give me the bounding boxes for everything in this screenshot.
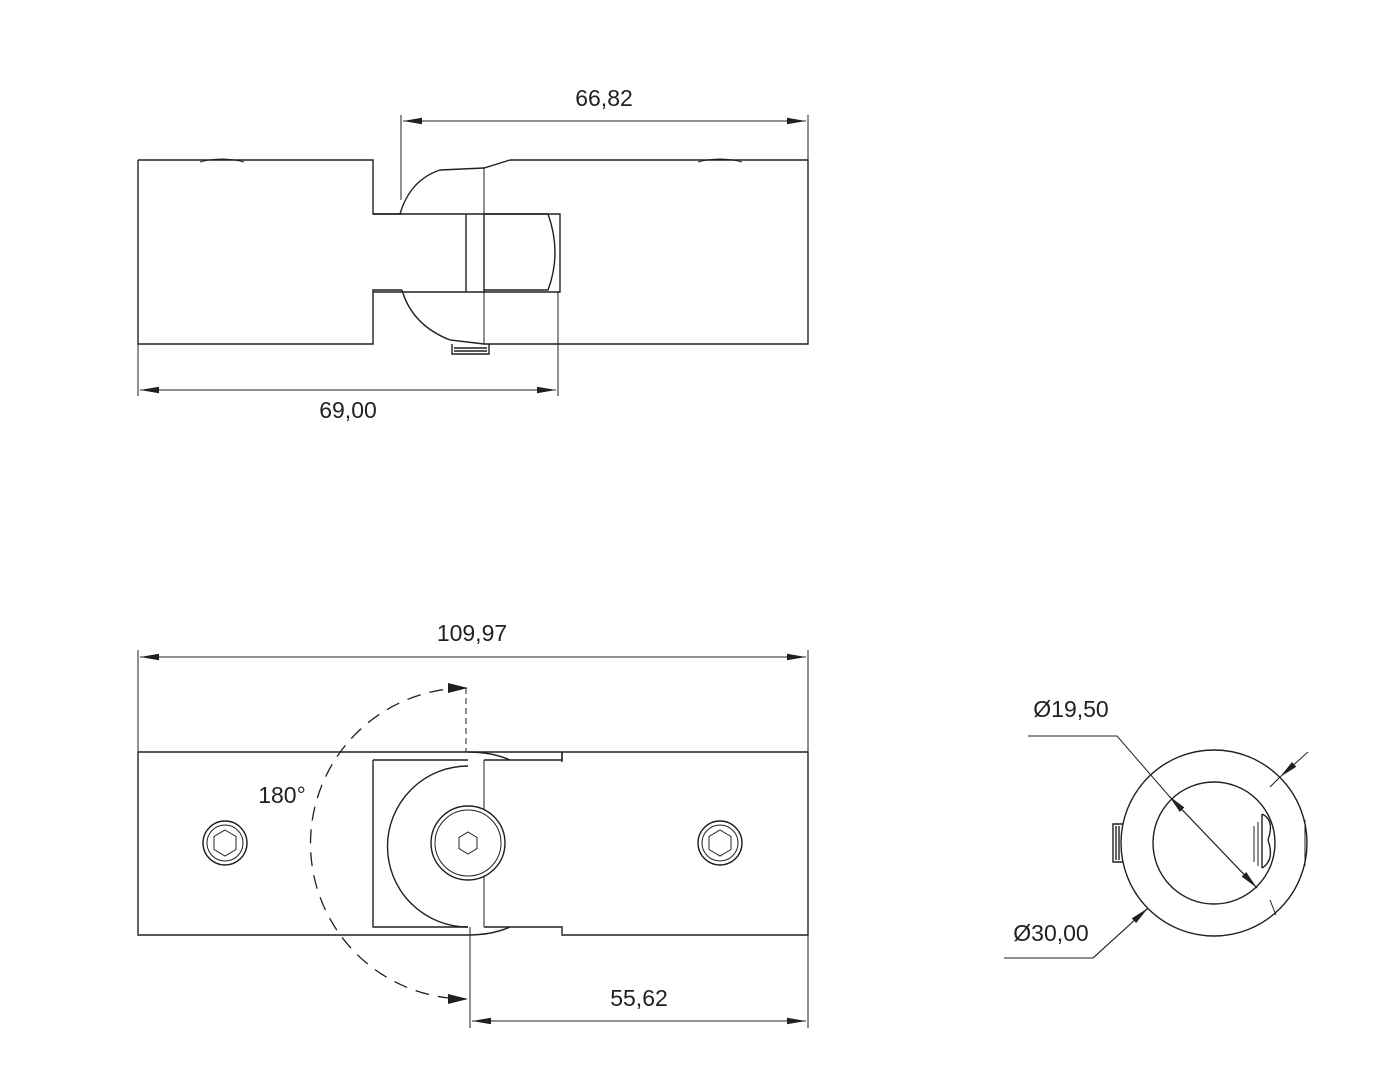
dim-top-bottom-width: 69,00 <box>319 397 377 423</box>
top-view: 66,82 69,00 <box>137 85 809 423</box>
left-block-outline <box>137 159 402 345</box>
left-setscrew <box>1112 823 1123 863</box>
end-view: Ø19,50 Ø30,00 <box>1004 696 1309 959</box>
right-screw <box>697 820 743 866</box>
dim-rotation-angle: 180° <box>258 782 306 808</box>
dim-top-width: 66,82 <box>575 85 633 111</box>
front-view: 180° 109,97 55,62 <box>137 620 809 1028</box>
dim-overall-length: 109,97 <box>437 620 507 646</box>
right-block-outline <box>510 159 809 345</box>
dim-outer-diameter: Ø30,00 <box>1013 920 1088 946</box>
setscrew-top <box>451 344 490 355</box>
rotation-arc <box>309 687 467 1000</box>
front-right-block <box>468 751 809 936</box>
dim-arm-length: 55,62 <box>610 985 668 1011</box>
left-screw <box>202 820 248 866</box>
joint-cylinder <box>465 214 485 292</box>
outer-circle <box>1120 749 1308 937</box>
pivot-bolt-outer <box>430 805 506 881</box>
front-left-block <box>137 751 468 936</box>
hex-socket-center <box>458 831 478 855</box>
right-setscrew <box>1261 813 1272 869</box>
inner-circle <box>1152 781 1276 905</box>
dim-inner-diameter: Ø19,50 <box>1033 696 1108 722</box>
